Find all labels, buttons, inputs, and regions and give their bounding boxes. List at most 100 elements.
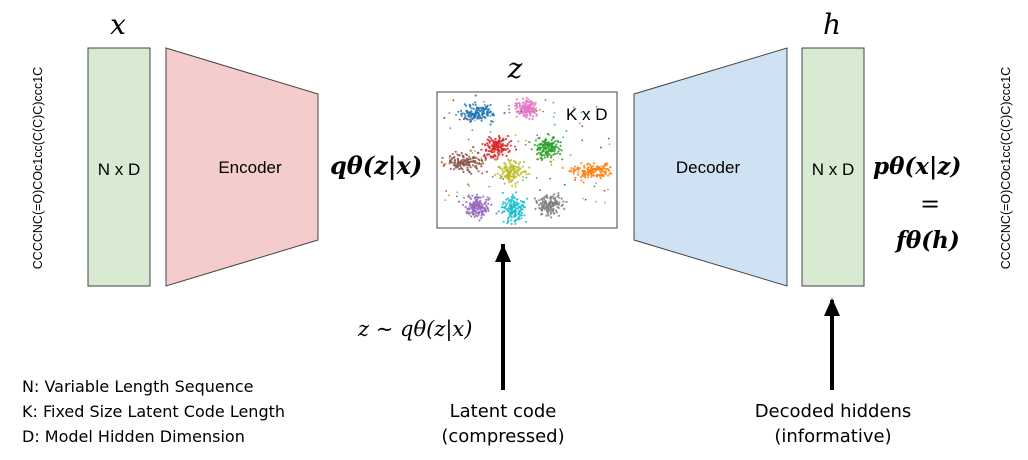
latent-point (490, 156, 493, 159)
latent-point (515, 148, 518, 151)
latent-point (479, 196, 482, 199)
latent-point (576, 167, 579, 170)
latent-point (547, 149, 550, 152)
latent-point (474, 150, 476, 153)
latent-point (506, 143, 509, 146)
latent-point (507, 216, 510, 220)
latent-arrowhead (495, 244, 511, 262)
latent-point (467, 183, 469, 186)
latent-point (463, 196, 465, 199)
latent-point (558, 196, 561, 199)
latent-point (539, 142, 542, 146)
latent-point (565, 130, 568, 133)
decoder-shape (633, 47, 788, 287)
latent-point (476, 117, 480, 120)
latent-point (541, 202, 544, 205)
latent-point (544, 141, 548, 144)
latent-point (505, 204, 508, 207)
latent-point (583, 164, 586, 167)
latent-point (525, 176, 528, 179)
latent-point (581, 125, 584, 128)
latent-point (476, 196, 479, 199)
latent-point (476, 109, 479, 112)
latent-point (502, 201, 505, 204)
latent-point (494, 173, 497, 176)
latent-point (458, 154, 461, 157)
latent-point (573, 165, 576, 168)
latent-point (468, 204, 471, 207)
latent-point (514, 175, 518, 179)
latent-point (541, 140, 544, 143)
latent-point (449, 155, 452, 158)
latent-point (550, 163, 553, 166)
latent-point (497, 153, 500, 156)
latent-point (587, 166, 590, 169)
latent-point (538, 203, 541, 207)
latent-point (498, 141, 501, 144)
latent-point (549, 160, 552, 163)
latent-point (472, 146, 475, 149)
latent-point (454, 150, 457, 153)
decoder-output-formula: pθ(x|z) (873, 153, 961, 180)
latent-point (450, 161, 453, 164)
latent-point (488, 147, 491, 150)
latent-point (521, 106, 524, 110)
latent-point (486, 153, 489, 156)
latent-point (485, 204, 488, 207)
latent-point (492, 145, 495, 149)
latent-point (550, 201, 553, 204)
latent-point (556, 152, 559, 155)
latent-point (529, 106, 532, 109)
latent-point (489, 110, 492, 113)
left-smiles: CCCCNC(=O)COc1cc(C(C)C)ccc1C (31, 67, 45, 269)
latent-point (474, 101, 477, 104)
latent-point (449, 127, 452, 129)
latent-point (519, 167, 522, 170)
hidden-symbol: h (823, 8, 841, 41)
latent-point (557, 146, 560, 149)
latent-point (522, 201, 525, 204)
latent-point (560, 197, 563, 200)
latent-point (554, 152, 557, 155)
latent-point (518, 112, 521, 115)
latent-caption-line2: (compressed) (441, 426, 564, 447)
latent-point (594, 167, 597, 170)
latent-point (522, 175, 525, 178)
latent-point (489, 103, 492, 107)
latent-point (487, 209, 490, 212)
latent-point (525, 139, 527, 142)
latent-point (455, 114, 457, 116)
latent-point (557, 206, 560, 210)
latent-point (510, 219, 513, 222)
latent-point (586, 170, 589, 174)
latent-point (545, 209, 548, 212)
latent-point (495, 142, 498, 145)
latent-point (519, 105, 523, 108)
latent-point (600, 169, 603, 172)
latent-point (482, 154, 485, 157)
encoder-output-formula: qθ(z|x) (330, 151, 422, 180)
latent-point (472, 103, 475, 106)
latent-point (510, 209, 514, 212)
latent-point (529, 102, 532, 105)
encoder-label: Encoder (218, 158, 282, 177)
latent-point (476, 151, 479, 155)
latent-point (452, 168, 456, 171)
latent-point (554, 199, 558, 202)
latent-point (480, 163, 483, 166)
latent-point (510, 203, 513, 206)
latent-point (548, 209, 552, 212)
latent-point (471, 117, 474, 120)
latent-point (472, 115, 475, 119)
latent-point (535, 177, 538, 179)
latent-point (487, 202, 490, 205)
latent-point (504, 166, 507, 169)
latent-point (506, 197, 510, 200)
latent-point (475, 167, 479, 170)
latent-point (600, 165, 603, 168)
latent-point (510, 179, 513, 182)
latent-point (492, 114, 496, 117)
latent-point (554, 147, 557, 150)
latent-point (500, 143, 503, 146)
latent-point (457, 200, 461, 203)
